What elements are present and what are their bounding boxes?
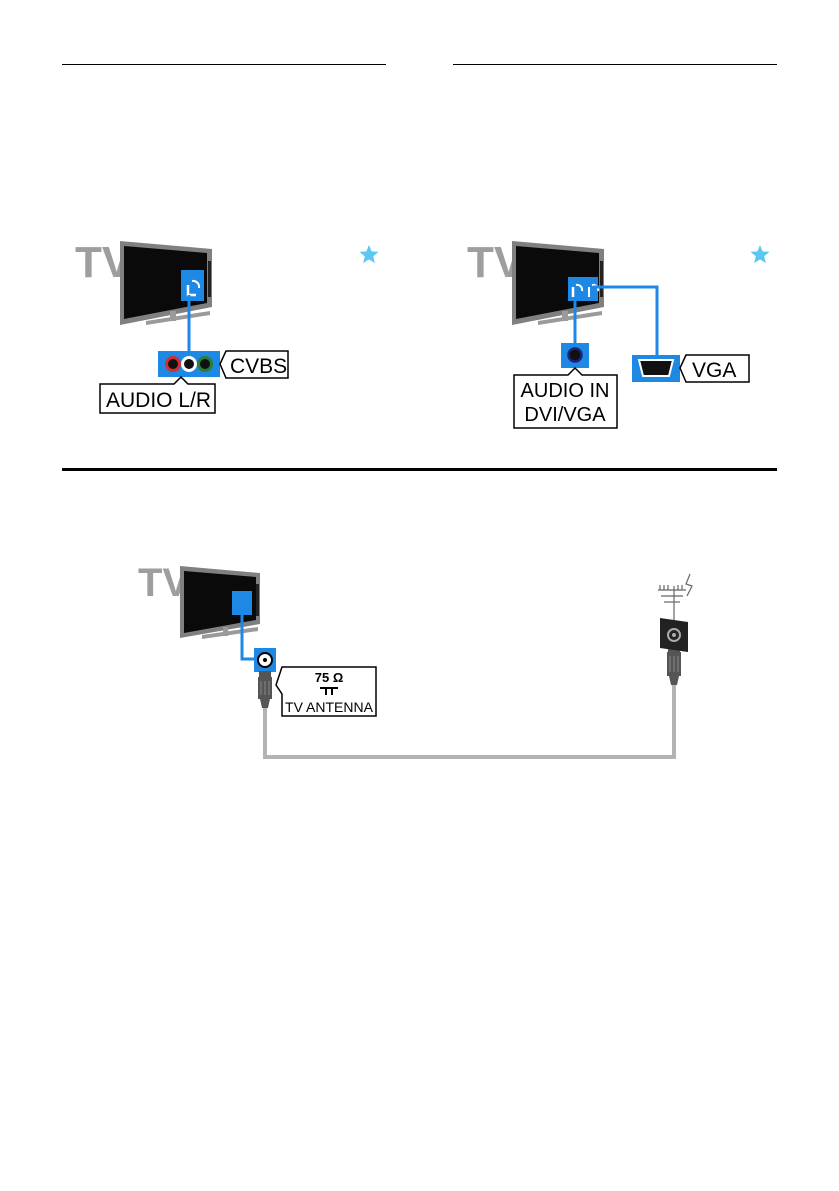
- impedance-label: 75 Ω: [315, 670, 344, 685]
- antenna-connection-diagram: TV 75 Ω TV ANTENNA: [138, 561, 693, 759]
- divider-top-left: [62, 64, 386, 65]
- cvbs-connection-diagram: TV CVBS AUDIO L/R: [75, 238, 379, 414]
- coax-plug-antenna: [667, 646, 681, 685]
- audio-lr-label: AUDIO L/R: [106, 389, 211, 412]
- vga-label: VGA: [692, 359, 736, 382]
- divider-top-right: [453, 64, 777, 65]
- antenna-socket: [660, 618, 688, 652]
- divider-section: [62, 468, 777, 471]
- star-icon: [359, 245, 379, 264]
- vga-port: [632, 355, 680, 382]
- audio-in-label-box: AUDIO IN DVI/VGA: [513, 366, 618, 429]
- coax-port: [254, 648, 276, 672]
- coax-plug-tv: [258, 671, 272, 708]
- antenna-label-box: 75 Ω TV ANTENNA: [275, 666, 377, 717]
- audio-in-port: [561, 343, 589, 368]
- antenna-icon: [658, 573, 693, 620]
- audio-lr-label-box: AUDIO L/R: [99, 375, 216, 414]
- cvbs-label: CVBS: [230, 355, 287, 378]
- tv-icon: [120, 241, 212, 325]
- rca-connector-block: [158, 351, 220, 377]
- audio-in-label-line2: DVI/VGA: [524, 404, 606, 426]
- cvbs-label-box: CVBS: [219, 350, 289, 379]
- tv-icon: [180, 566, 260, 639]
- antenna-label: TV ANTENNA: [285, 699, 374, 715]
- tv-icon: [512, 241, 604, 325]
- vga-label-box: VGA: [679, 354, 750, 383]
- vga-connection-diagram: TV AUDIO IN DVI/VGA VGA: [467, 238, 770, 429]
- audio-in-label-line1: AUDIO IN: [521, 380, 610, 402]
- star-icon: [750, 245, 770, 264]
